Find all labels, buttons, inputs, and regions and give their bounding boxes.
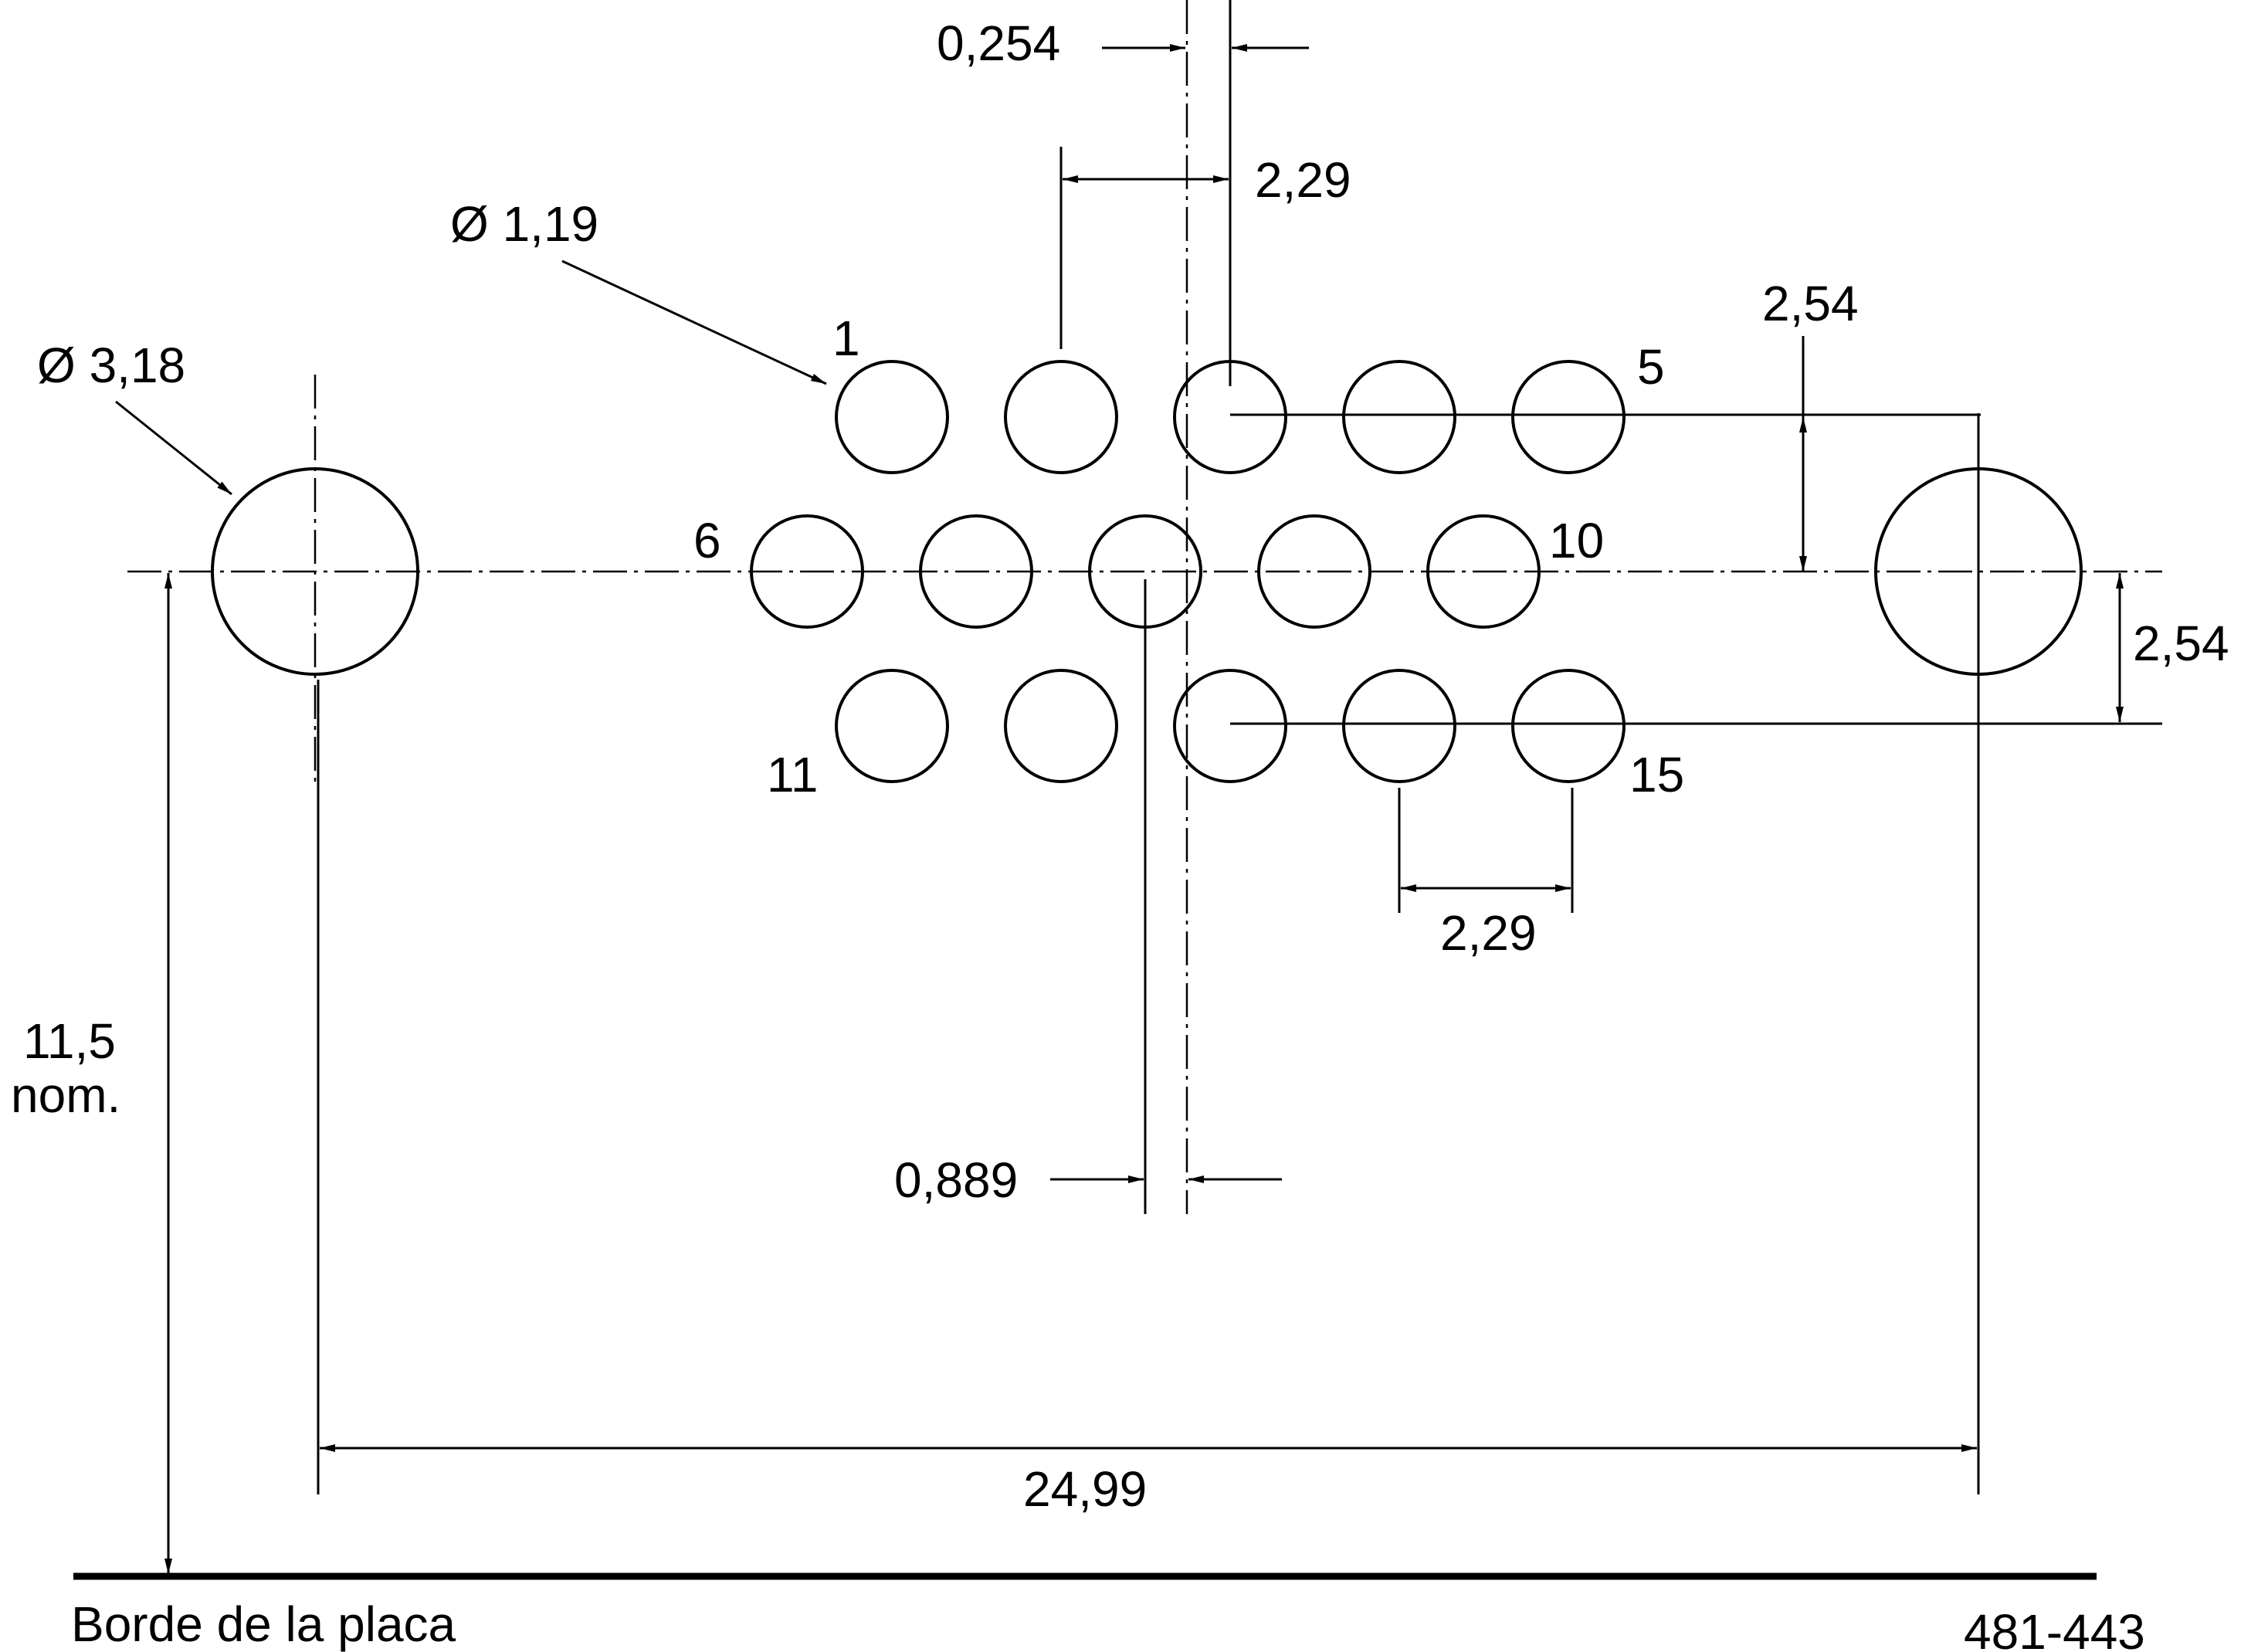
dimension-lines (115, 44, 2124, 1574)
dimension-height-suffix: nom. (11, 1067, 120, 1123)
dimension-mount-spacing: 24,99 (1023, 1461, 1147, 1517)
pin-label-1: 1 (832, 310, 860, 366)
dimension-offset-bottom: 0,889 (894, 1152, 1018, 1208)
board-edge-label: Borde de la placa (71, 1596, 456, 1652)
dimension-row-pitch-upper: 2,54 (1762, 276, 1859, 331)
pin-label-5: 5 (1637, 339, 1665, 395)
extension-lines (317, 0, 2162, 1494)
pin-label-10: 10 (1549, 513, 1604, 568)
pin-label-6: 6 (693, 513, 721, 568)
dimension-pin-hole-diameter: Ø 1,19 (450, 196, 598, 252)
figure-code: 481-443 (1964, 1604, 2145, 1652)
dimension-pitch-bottom: 2,29 (1440, 905, 1537, 961)
dimension-height-value: 11,5 (23, 1013, 116, 1069)
dimension-offset-top: 0,254 (937, 15, 1060, 71)
pin-label-15: 15 (1629, 747, 1684, 802)
dimension-mount-hole-diameter: Ø 3,18 (37, 338, 185, 393)
pin-label-11: 11 (767, 747, 818, 802)
dimension-pitch-top: 2,29 (1255, 152, 1351, 208)
dimension-row-pitch-lower: 2,54 (2133, 616, 2229, 671)
pin-holes (750, 360, 1626, 783)
